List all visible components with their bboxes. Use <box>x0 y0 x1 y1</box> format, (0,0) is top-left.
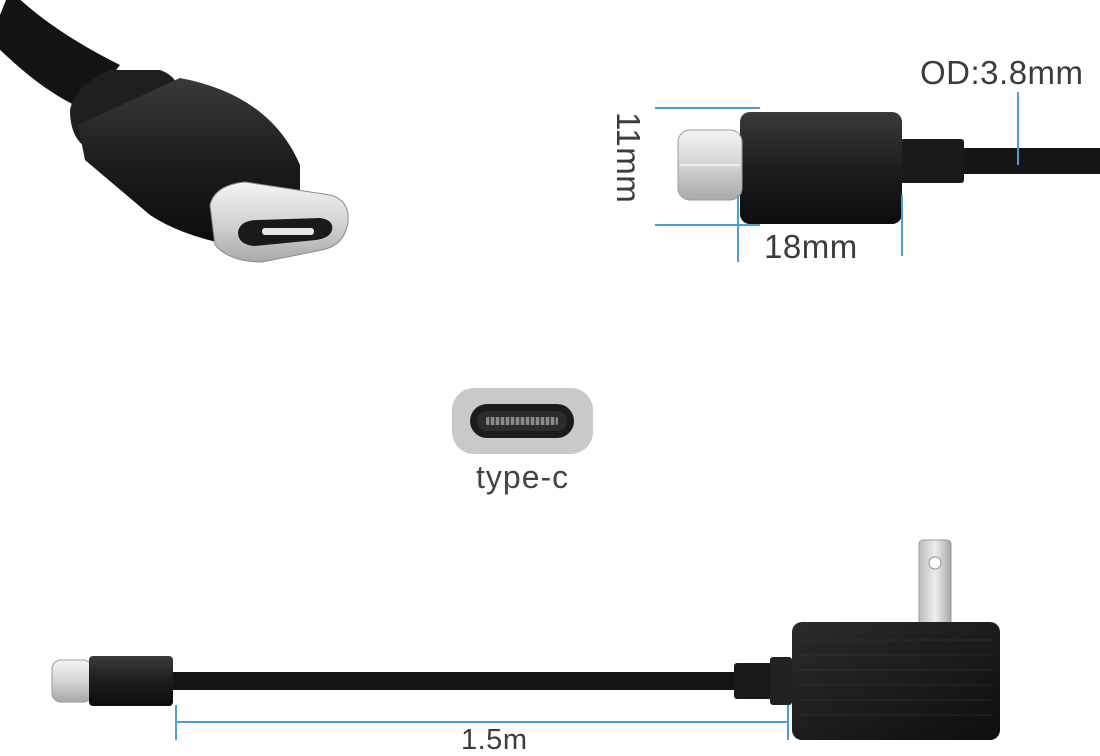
wall-adapter-body <box>792 622 1000 740</box>
cable-od-label: OD:3.8mm <box>920 54 1084 91</box>
plug-length-label: 18mm <box>764 228 858 265</box>
plug-height-label: 11mm <box>610 112 647 204</box>
side-view-cable <box>960 148 1100 174</box>
type-c-port-icon <box>452 388 593 454</box>
side-view-strain-relief <box>900 139 964 183</box>
port-contact-pins <box>489 417 556 425</box>
charger-cable <box>170 672 740 690</box>
charger-collar <box>770 657 792 705</box>
wall-adapter-texture <box>800 639 992 716</box>
cable-length-label: 1.5m <box>461 724 528 756</box>
port-contacts <box>486 417 558 425</box>
dimension-lines-bottom <box>175 705 789 740</box>
side-view-usb-c-plug <box>677 112 1100 224</box>
charger-prong-hole <box>928 556 942 570</box>
charger-assembly <box>51 539 1000 740</box>
closeup-contact-tongue <box>262 228 314 235</box>
dimension-lines-top <box>655 92 1019 262</box>
charger-plug-body <box>89 656 173 706</box>
charger-plug-metal <box>51 659 93 703</box>
port-type-label: type-c <box>476 459 570 495</box>
closeup-usb-c-plug <box>0 0 349 263</box>
side-view-plug-body <box>740 112 902 224</box>
charger-strain-relief <box>734 663 774 699</box>
